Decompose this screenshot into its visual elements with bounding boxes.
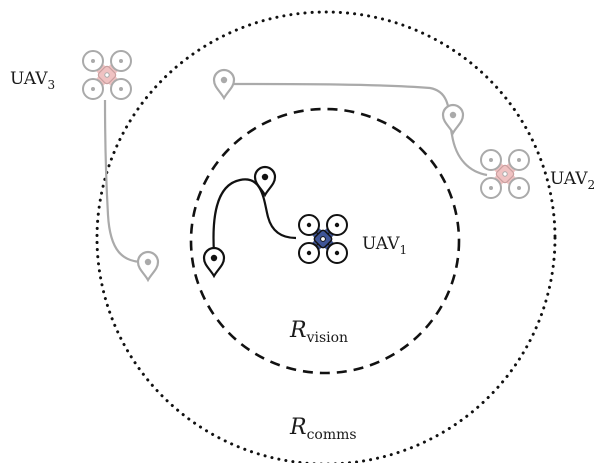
uav1-path xyxy=(212,178,297,254)
comms-radius-label: Rcomms xyxy=(289,415,357,443)
uav3-label: UAV3 xyxy=(10,69,55,92)
uav2-label: UAV2 xyxy=(550,169,595,192)
comms-region-boundary xyxy=(95,10,557,463)
vision-radius-label: Rvision xyxy=(289,318,348,346)
uav2-waypoint-pin-icon-a xyxy=(212,68,236,100)
uav1-waypoint-pin-icon-a xyxy=(253,165,277,197)
uav1-label: UAV1 xyxy=(362,234,407,257)
uav1-quadcopter-icon xyxy=(299,215,347,263)
uav2-waypoint-pin-icon-b xyxy=(441,103,465,135)
uav2-path xyxy=(224,82,488,177)
uav3-quadcopter-icon xyxy=(83,51,131,99)
vision-region-boundary xyxy=(189,107,461,375)
uav1-waypoint-pin-icon-b xyxy=(202,246,226,278)
uav2-quadcopter-icon xyxy=(481,150,529,198)
uav3-waypoint-pin-icon xyxy=(136,250,160,282)
uav3-path xyxy=(103,99,147,264)
